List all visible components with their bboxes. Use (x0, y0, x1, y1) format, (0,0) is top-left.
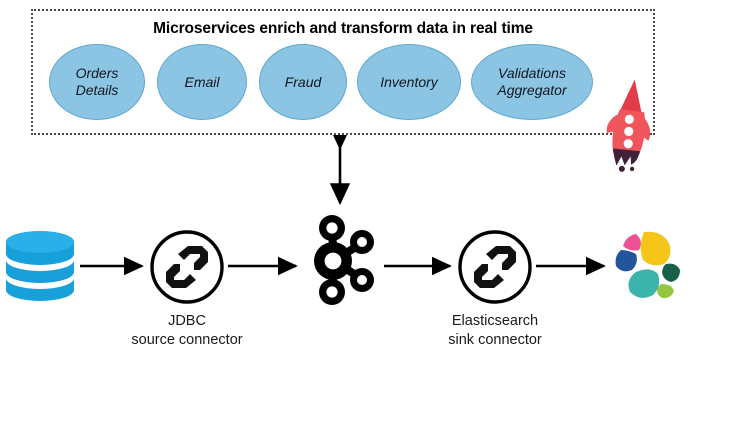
service-node-email[interactable]: Email (157, 44, 247, 120)
service-node-inventory[interactable]: Inventory (357, 44, 461, 120)
service-label: Fraud (284, 73, 322, 90)
elasticsearch-logo-icon (615, 231, 680, 299)
rocket-icon (606, 79, 651, 172)
service-node-fraud[interactable]: Fraud (259, 44, 347, 120)
service-node-orders-details[interactable]: Orders Details (49, 44, 145, 120)
database-cylinder-icon (6, 231, 74, 301)
microservices-box-title: Microservices enrich and transform data … (153, 20, 533, 37)
jdbc-source-connector-caption: JDBC source connector (131, 313, 243, 349)
service-label: Email (184, 73, 220, 90)
microservices-list: Orders Details Email Fraud Inventory Val… (33, 44, 653, 172)
service-label: Orders Details (75, 65, 119, 98)
service-node-validations-aggregator[interactable]: Validations Aggregator (471, 44, 593, 120)
elasticsearch-sink-connector-caption: Elasticsearch sink connector (448, 313, 542, 349)
kafka-logo-icon (314, 215, 374, 305)
service-label: Validations Aggregator (497, 65, 567, 98)
kafka-connect-icon-sink (458, 230, 532, 304)
kafka-connect-icon-source (150, 230, 224, 304)
service-label: Inventory (380, 73, 438, 90)
microservices-box: Microservices enrich and transform data … (31, 9, 655, 172)
